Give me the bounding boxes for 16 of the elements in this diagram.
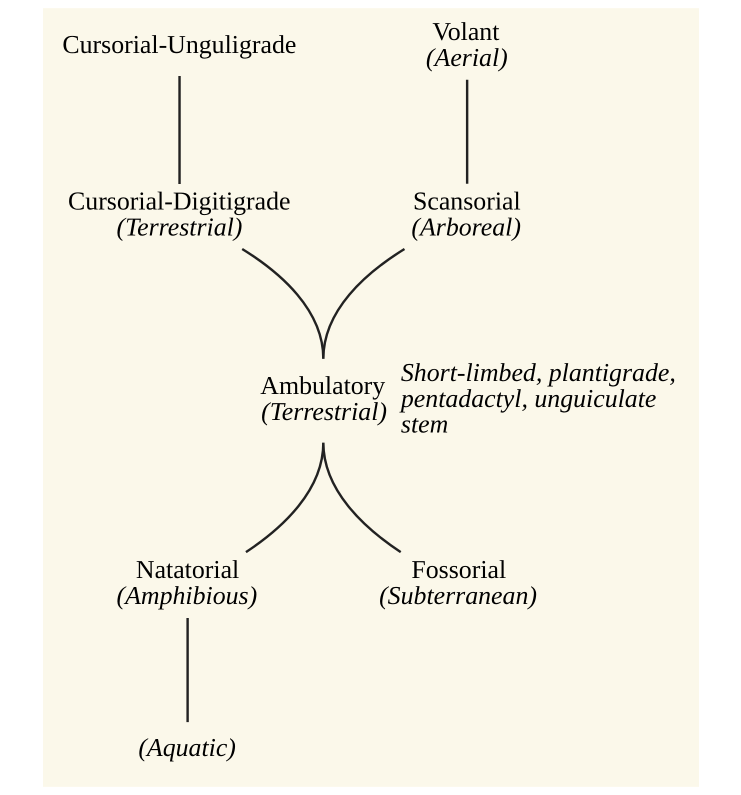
connector — [178, 76, 180, 184]
connector — [322, 248, 405, 359]
node-text: Scansorial (Arboreal) — [410, 186, 520, 242]
node-label: Short-limbed, plantigrade, pentadactyl, unguiculate stem — [400, 358, 676, 439]
node-text: Ambulatory (Terrestrial) — [260, 370, 387, 426]
connector — [186, 618, 188, 722]
node-text: Cursorial-Digitigrade (Terrestrial) — [68, 186, 290, 242]
connector — [465, 80, 468, 184]
node-text: Volant (Aerial) — [425, 17, 508, 72]
node-text: Cursorial-Unguligrade — [62, 30, 296, 60]
node-text: Fossorial (Subterranean) — [378, 555, 536, 610]
node-text: (Aquatic) — [138, 732, 236, 762]
node-text: Natatorial (Amphibious) — [116, 555, 257, 610]
connector — [244, 442, 324, 554]
connector — [322, 442, 401, 554]
connector — [241, 248, 324, 359]
